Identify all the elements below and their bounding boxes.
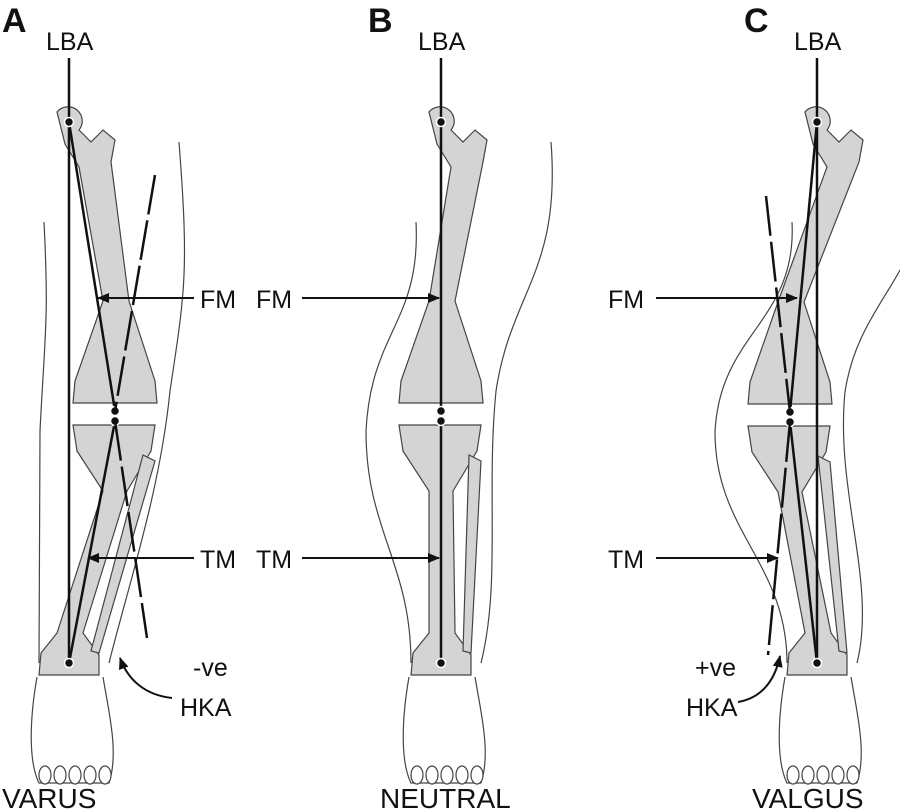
panel-b-joint-center-point [435,405,447,417]
panel-c-hka-label: HKA [686,694,738,722]
panel-b-alignment-label: NEUTRAL [380,783,511,812]
toe [425,765,439,785]
toe [38,765,52,785]
panel-b-fm-label: FM [256,286,292,314]
skin-outline-lateral [842,268,900,664]
panel-a-fm-label: FM [200,286,236,314]
fibula-bone [462,454,482,654]
panel-c-femoral-axis-extension [766,421,792,656]
toe [846,765,860,785]
skin-outline-lateral [108,141,186,664]
panel-c-fm-label: FM [608,286,644,314]
fibula-bone [90,454,156,654]
toe [83,765,97,785]
panel-c-letter: C [744,2,769,40]
panel-a-tibial-mechanical-axis [67,420,117,664]
panel-a-hka-sign: -ve [193,654,228,682]
skin-outline-medial [365,221,417,664]
toe [440,765,454,785]
panel-b-joint-center-point [435,657,447,669]
femur-bone [56,106,158,404]
panel-c-tm-label: TM [608,546,644,574]
toe [801,765,815,785]
panel-a-joint-center-point [63,116,75,128]
toe [816,765,830,785]
panel-a-hka-label: HKA [180,694,232,722]
panel-b-joint-center-point [435,415,447,427]
toe [53,765,67,785]
panel-b-tm-label: TM [256,546,292,574]
panel-a-letter: A [2,2,27,40]
panel-c-alignment-label: VALGUS [752,783,864,812]
panel-a-femoral-mechanical-axis [67,121,117,412]
toe [470,765,484,785]
panel-c-femoral-mechanical-axis [788,121,819,413]
panel-a-femoral-axis-extension [113,420,149,639]
panel-c-joint-center-point [811,657,823,669]
toe [786,765,800,785]
panel-c-lba-label: LBA [794,28,842,56]
toe [455,765,469,785]
panel-a-joint-center-point [63,657,75,669]
panel-a-tibial-axis-extension [113,174,157,412]
femur-bone [398,106,488,404]
panel-c-tibial-axis-extension [764,195,792,413]
panel-b-joint-center-point [435,116,447,128]
panel-a-hka-curved-arrow [119,657,173,699]
skin-outline-medial [38,221,47,664]
toe [68,765,82,785]
fibula-bone [817,454,848,654]
panel-c-hka-sign: +ve [695,654,736,682]
panel-a-leg [30,106,186,785]
panel-b-leg [365,106,553,785]
toe [831,765,845,785]
skin-outline-lateral [480,141,553,664]
panel-b-letter: B [368,2,393,40]
panel-a-lba-label: LBA [46,28,94,56]
panel-a-tm-label: TM [200,546,236,574]
tibia-bone [747,425,848,676]
panel-c-hka-curved-arrow [737,655,783,703]
panel-c-tibial-mechanical-axis [788,421,819,664]
toe [410,765,424,785]
panel-c-joint-center-point [811,116,823,128]
panel-b-lba-label: LBA [418,28,466,56]
toe [98,765,112,785]
panel-c-leg [714,106,900,785]
panel-a-alignment-label: VARUS [2,783,96,812]
